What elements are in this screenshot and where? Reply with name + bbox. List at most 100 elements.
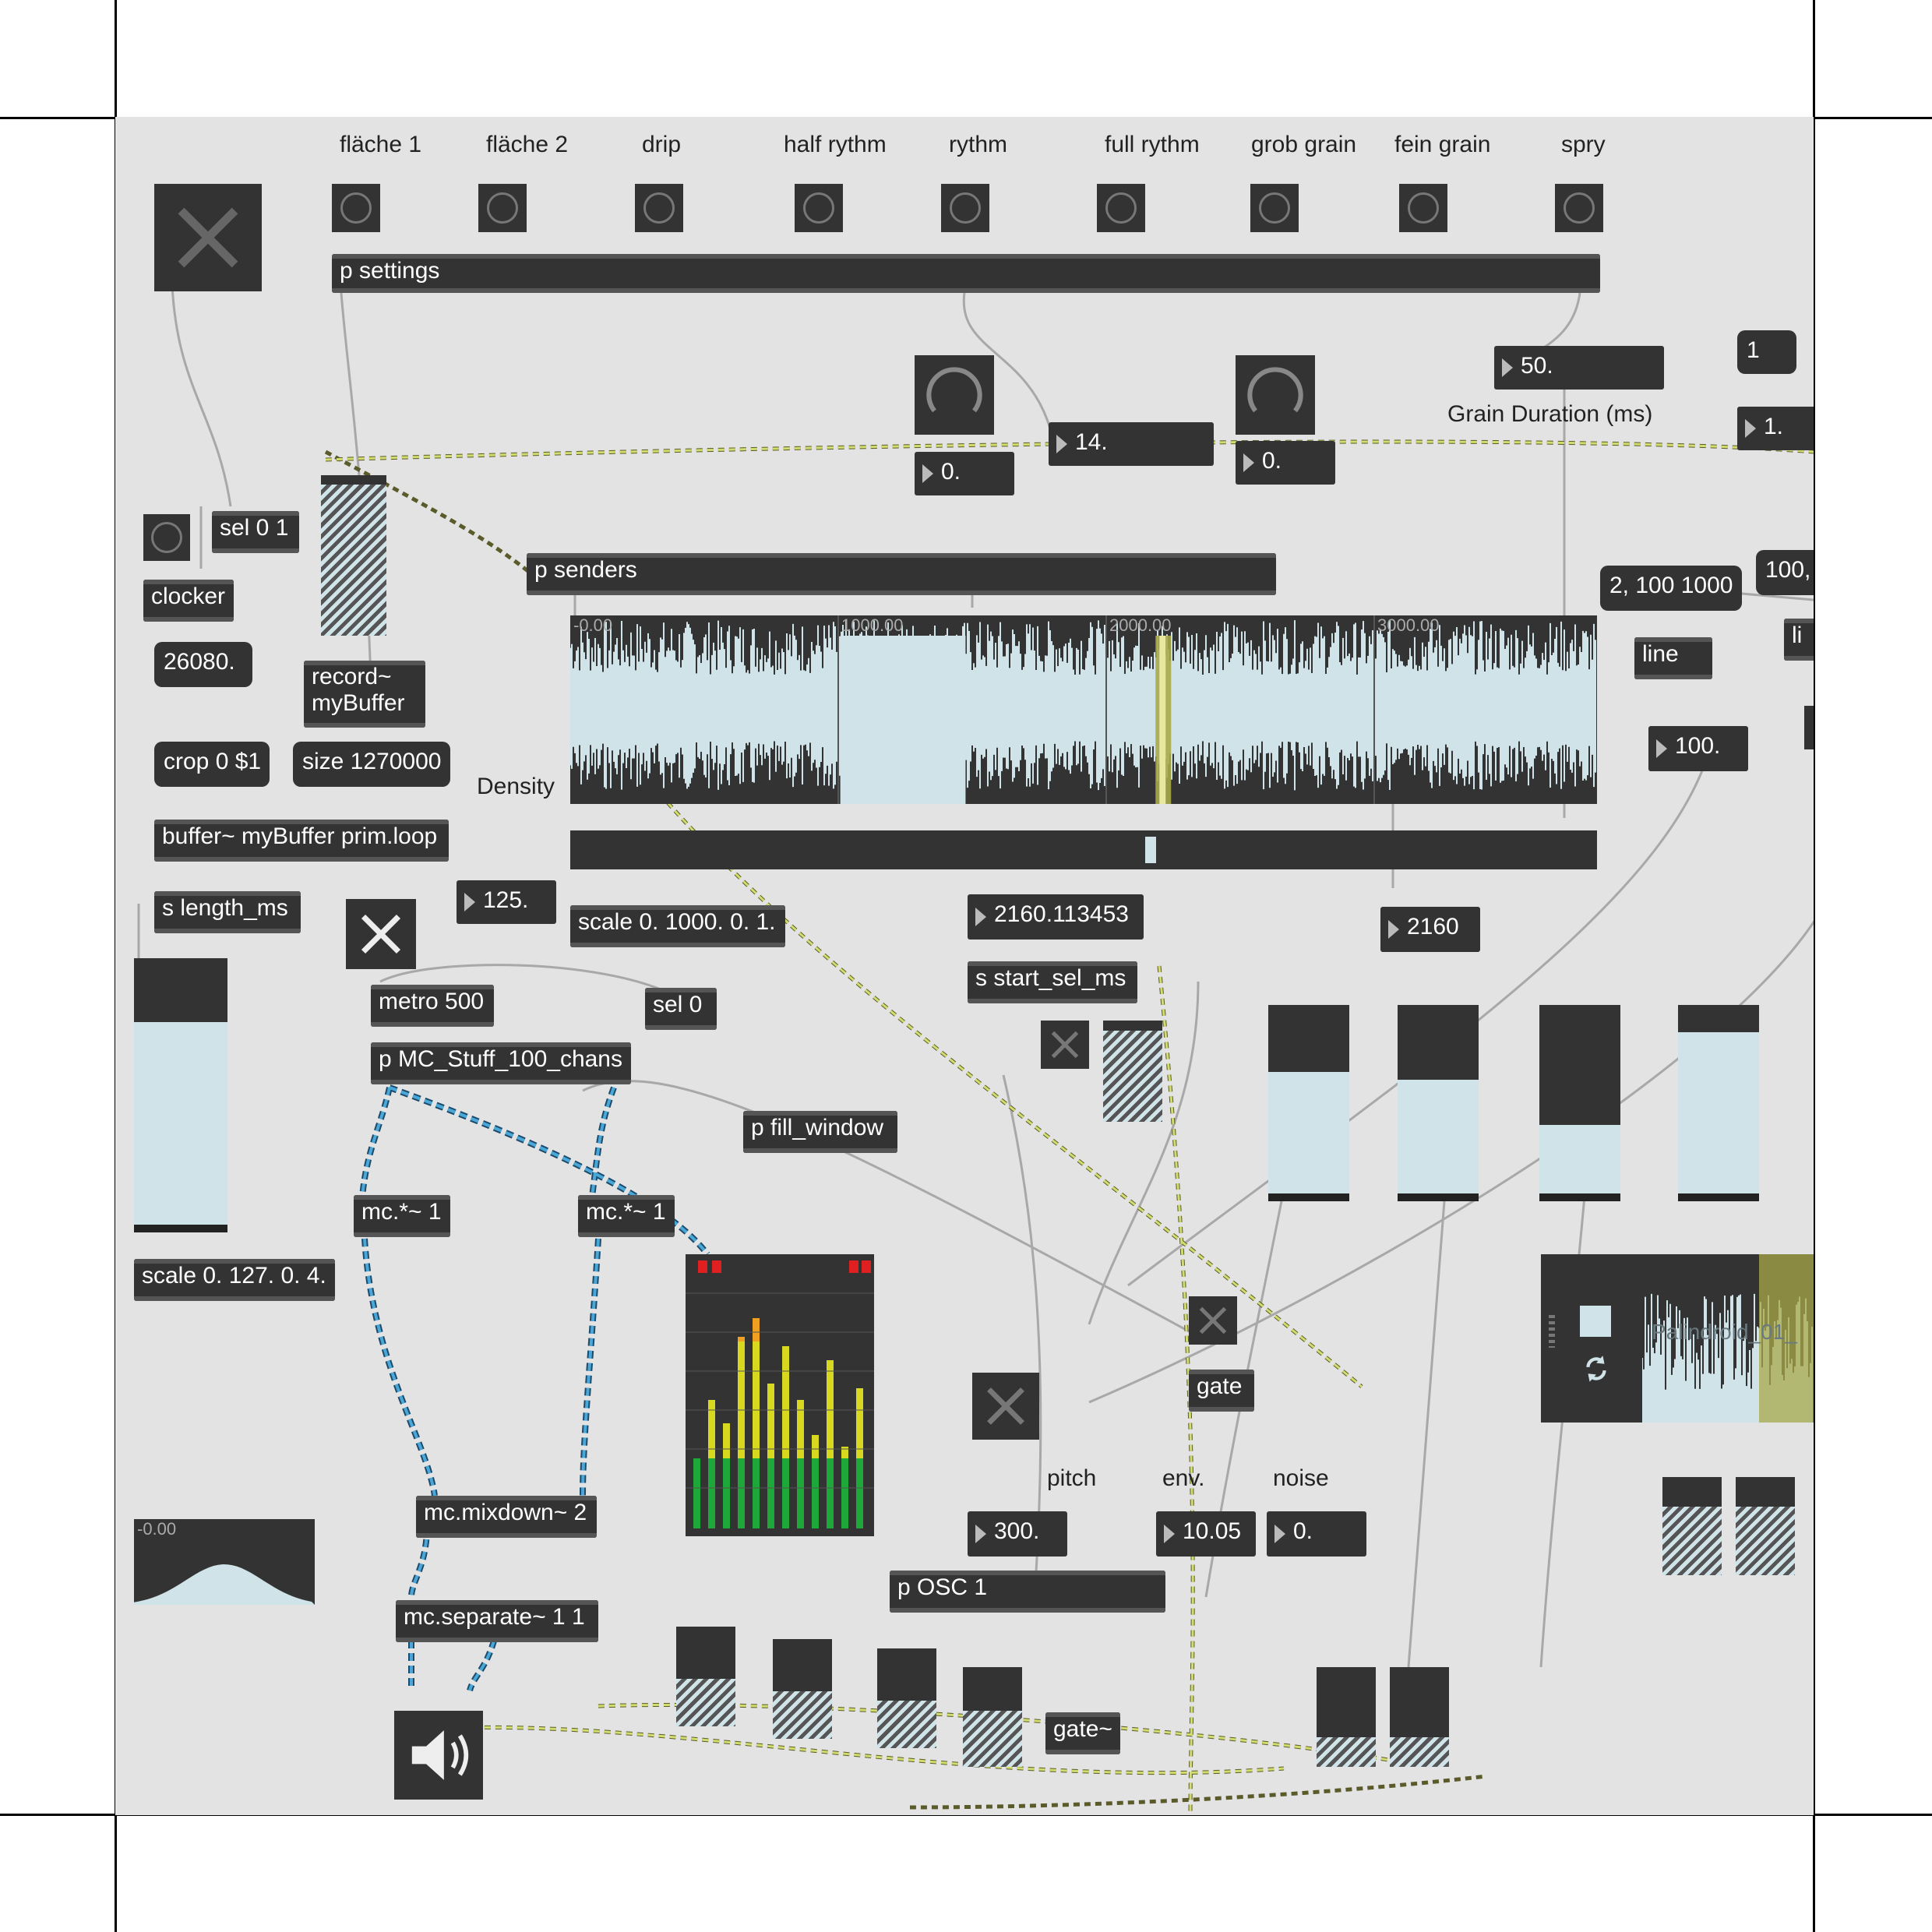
number-dial-2[interactable]: 0.	[1236, 441, 1335, 485]
message-size[interactable]: size 1270000	[293, 742, 450, 787]
number-noise[interactable]: 0.	[1267, 1511, 1366, 1557]
hatch-slider-small[interactable]	[1103, 1021, 1162, 1122]
label-flaeche-2: fläche 2	[486, 132, 569, 157]
gain-fader-6[interactable]	[1390, 1667, 1449, 1767]
label-flaeche-1: fläche 1	[340, 132, 422, 157]
message-100-partial[interactable]: 100,	[1756, 550, 1814, 595]
gain-fader-7[interactable]	[1662, 1477, 1722, 1575]
slider-1[interactable]	[1268, 1005, 1349, 1201]
message-crop[interactable]: crop 0 $1	[154, 742, 270, 787]
object-p-settings[interactable]: p settings	[332, 254, 1600, 293]
object-mc-mixdown[interactable]: mc.mixdown~ 2	[416, 1496, 597, 1538]
message-26080[interactable]: 26080.	[154, 642, 252, 687]
bang-spry[interactable]	[1555, 184, 1603, 232]
meter-bar-yellow	[738, 1341, 745, 1458]
object-line[interactable]: line	[1634, 637, 1712, 679]
bang-clocker[interactable]	[143, 514, 190, 561]
meter-bar-yellow	[827, 1360, 834, 1458]
waveform-trace	[570, 620, 1596, 791]
object-p-senders[interactable]: p senders	[527, 553, 1276, 595]
gain-fader-2[interactable]	[773, 1639, 832, 1739]
gain-fader-4[interactable]	[963, 1667, 1022, 1767]
message-2-100-1000[interactable]: 2, 100 1000	[1600, 566, 1742, 611]
slider-3[interactable]	[1539, 1005, 1620, 1201]
slider-4[interactable]	[1678, 1005, 1759, 1201]
slider-2[interactable]	[1398, 1005, 1479, 1201]
bang-flaeche-1[interactable]	[332, 184, 380, 232]
loop-icon[interactable]	[1580, 1352, 1613, 1385]
object-scale-127[interactable]: scale 0. 127. 0. 4.	[134, 1259, 335, 1301]
bang-fein-grain[interactable]	[1399, 184, 1447, 232]
object-clocker[interactable]: clocker	[143, 580, 234, 622]
meter-bar-green	[708, 1458, 715, 1528]
number-pitch[interactable]: 300.	[968, 1511, 1067, 1557]
toggle-osc[interactable]	[972, 1373, 1039, 1440]
object-scale-1000[interactable]: scale 0. 1000. 0. 1.	[570, 905, 785, 947]
bang-full-rythm[interactable]	[1097, 184, 1145, 232]
object-p-osc-1[interactable]: p OSC 1	[890, 1571, 1165, 1613]
dac-speaker-button[interactable]	[394, 1711, 483, 1800]
number-1[interactable]: 1.	[1737, 407, 1814, 450]
object-s-start-sel-ms[interactable]: s start_sel_ms	[968, 961, 1137, 1003]
record-level-slider[interactable]	[321, 475, 386, 636]
waveform-tick-2: 2000.00	[1109, 615, 1172, 635]
number-env[interactable]: 10.05	[1156, 1511, 1256, 1557]
toggle-metro[interactable]	[346, 899, 416, 969]
meter-bar-green	[767, 1458, 774, 1528]
object-mc-times-1-left[interactable]: mc.*~ 1	[354, 1195, 450, 1237]
message-1[interactable]: 1	[1737, 330, 1796, 374]
bang-grob-grain[interactable]	[1250, 184, 1299, 232]
number-100[interactable]: 100.	[1648, 726, 1748, 771]
frame-line-right	[1813, 0, 1815, 1932]
object-sel-0-1[interactable]: sel 0 1	[212, 511, 299, 553]
toggle-gate[interactable]	[1189, 1296, 1237, 1345]
scrub-knob	[1145, 837, 1157, 863]
slider-3-fill	[1539, 1124, 1620, 1193]
object-record-mybuffer[interactable]: record~ myBuffer	[304, 661, 425, 728]
object-mc-times-1-right[interactable]: mc.*~ 1	[578, 1195, 675, 1237]
bang-drip[interactable]	[635, 184, 683, 232]
gain-fader-5[interactable]	[1317, 1667, 1376, 1767]
toggle-main[interactable]	[154, 184, 262, 291]
object-line-partial[interactable]: li	[1784, 619, 1814, 661]
number-grain-duration[interactable]: 50.	[1494, 346, 1664, 390]
number-14[interactable]: 14.	[1049, 422, 1214, 466]
meter-clip-indicator	[698, 1260, 707, 1273]
bang-half-rythm[interactable]	[795, 184, 843, 232]
number-dial-1[interactable]: 0.	[915, 452, 1014, 495]
object-gate[interactable]: gate	[1189, 1370, 1254, 1412]
dial-2[interactable]	[1236, 355, 1315, 435]
meter-bar-orange	[738, 1337, 745, 1341]
meter-bar-green	[693, 1458, 700, 1528]
object-sel-0[interactable]: sel 0	[645, 988, 717, 1030]
bang-flaeche-2[interactable]	[478, 184, 527, 232]
gain-fader-1[interactable]	[676, 1627, 735, 1726]
number-start-int[interactable]: 2160	[1380, 907, 1480, 952]
object-p-mc-stuff[interactable]: p MC_Stuff_100_chans	[371, 1042, 631, 1084]
meter-bar-yellow	[708, 1400, 715, 1458]
play-stop-button[interactable]	[1580, 1306, 1611, 1337]
gain-fader-8[interactable]	[1736, 1477, 1795, 1575]
object-s-length-ms[interactable]: s length_ms	[154, 891, 301, 933]
object-partial-edge[interactable]	[1804, 706, 1814, 749]
object-metro-500[interactable]: metro 500	[371, 985, 494, 1027]
meter-bar-yellow	[812, 1435, 819, 1458]
gain-fader-3[interactable]	[877, 1648, 936, 1748]
dial-1[interactable]	[915, 355, 994, 435]
left-vertical-slider[interactable]	[134, 958, 227, 1232]
envelope-display[interactable]: -0.00	[134, 1519, 315, 1605]
object-mc-separate[interactable]: mc.separate~ 1 1	[396, 1600, 598, 1642]
left-slider-fill	[134, 1021, 227, 1225]
object-buffer-mybuffer[interactable]: buffer~ myBuffer prim.loop	[154, 820, 449, 862]
toggle-sel[interactable]	[1041, 1021, 1089, 1069]
sample-player[interactable]: Palindroid_01_	[1541, 1254, 1814, 1423]
number-start-ms[interactable]: 2160.113453	[968, 894, 1144, 940]
bang-rythm[interactable]	[941, 184, 989, 232]
meter-clip-indicator	[862, 1260, 871, 1273]
label-noise: noise	[1273, 1465, 1329, 1491]
waveform-display[interactable]: -0.00 1000.00 2000.00 3000.00	[570, 615, 1597, 804]
object-p-fill-window[interactable]: p fill_window	[743, 1111, 897, 1153]
number-125[interactable]: 125.	[457, 880, 556, 924]
waveform-scrub-slider[interactable]	[570, 830, 1597, 869]
object-gate-signal[interactable]: gate~	[1045, 1712, 1120, 1754]
